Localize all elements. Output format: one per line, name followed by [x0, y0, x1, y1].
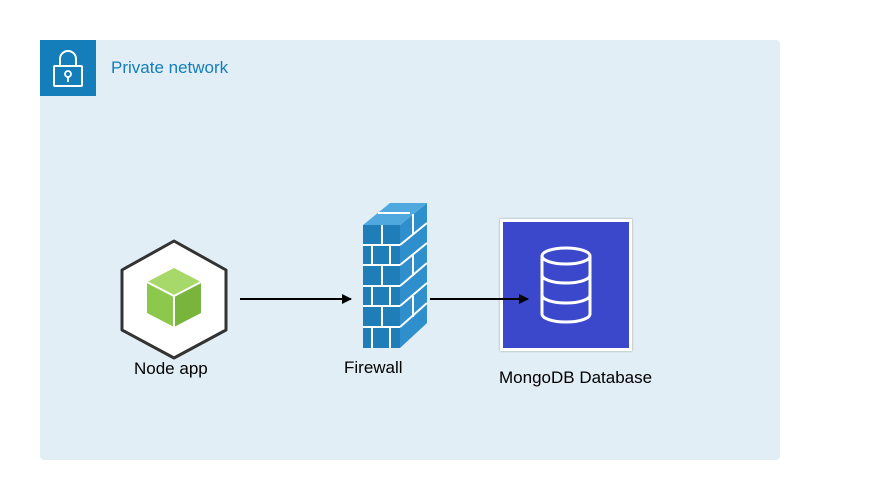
- firewall-label: Firewall: [344, 358, 403, 377]
- node-app-label: Node app: [134, 359, 208, 378]
- group-label: Private network: [111, 58, 229, 77]
- mongodb-database-node: [500, 219, 632, 351]
- mongodb-label: MongoDB Database: [499, 368, 653, 387]
- database-icon: [540, 246, 592, 324]
- node-app-cube-icon: [120, 239, 228, 360]
- private-network-badge: [40, 40, 96, 96]
- firewall-brick-wall-icon: [363, 203, 428, 348]
- lock-icon: [53, 50, 83, 87]
